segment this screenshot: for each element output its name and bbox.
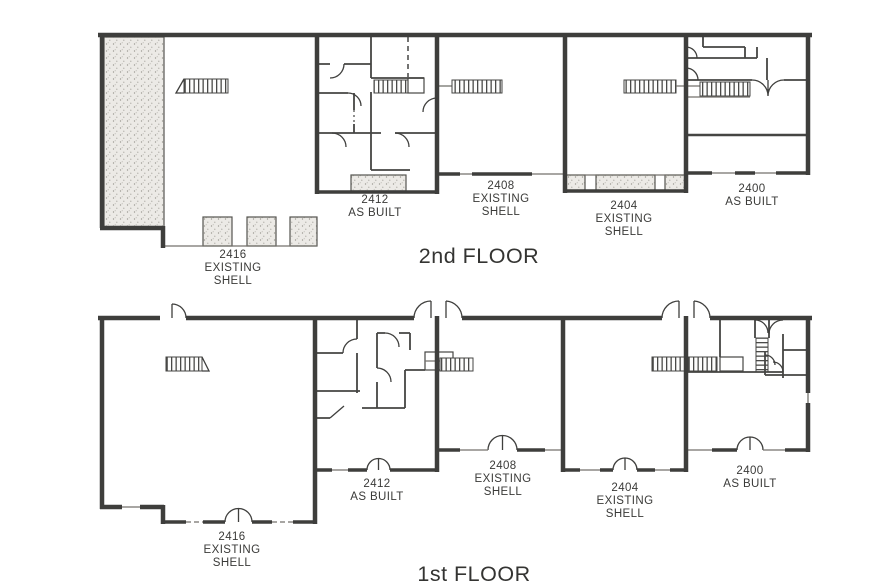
unit-number: 2408 bbox=[489, 460, 516, 472]
double-door-icon bbox=[487, 434, 518, 451]
door-swing-icon bbox=[376, 367, 392, 383]
stairs-icon-2400 bbox=[686, 81, 751, 98]
unit-status: EXISTING bbox=[205, 262, 262, 274]
unit-status: SHELL bbox=[482, 206, 521, 218]
double-door-icon bbox=[366, 457, 391, 471]
double-door-icon bbox=[612, 457, 638, 471]
storefront-piers-2416 bbox=[202, 216, 318, 247]
unit-label-2400-1st: 2400 AS BUILT bbox=[723, 465, 776, 490]
window-sill-lines bbox=[122, 393, 809, 508]
unit-status: EXISTING bbox=[597, 495, 654, 507]
unit-status: SHELL bbox=[606, 508, 645, 520]
unit-status: AS BUILT bbox=[350, 491, 403, 503]
unit-number: 2408 bbox=[487, 180, 514, 192]
outer-walls bbox=[98, 32, 812, 248]
unit-number: 2404 bbox=[611, 482, 638, 494]
unit-status: AS BUILT bbox=[723, 478, 776, 490]
unit-status: SHELL bbox=[484, 486, 523, 498]
unit-status: EXISTING bbox=[473, 193, 530, 205]
stippled-wall-area bbox=[103, 36, 165, 228]
double-door-icon bbox=[661, 300, 711, 319]
storefront-pier-2412 bbox=[350, 174, 407, 192]
door-swing-icon bbox=[384, 332, 400, 348]
entry-door-2416 bbox=[171, 303, 187, 319]
stairs-icon-2416-1st bbox=[165, 356, 211, 372]
double-door-icon bbox=[736, 436, 764, 451]
unit-label-2404-1st: 2404 EXISTING SHELL bbox=[597, 482, 654, 520]
stairs-icon-2416 bbox=[174, 78, 229, 94]
first-floor-title: 1st FLOOR bbox=[417, 562, 530, 586]
unit-2400-first-interior bbox=[686, 318, 810, 378]
stairs-icon-2404-1st bbox=[651, 356, 687, 372]
bottom-walls bbox=[163, 448, 810, 524]
unit-label-2416-1st: 2416 EXISTING SHELL bbox=[204, 531, 261, 569]
unit-label-2404-2nd: 2404 EXISTING SHELL bbox=[596, 200, 653, 238]
unit-number: 2416 bbox=[219, 249, 246, 261]
unit-number: 2400 bbox=[736, 465, 763, 477]
unit-2412-second-interior bbox=[317, 35, 438, 171]
double-door-icon bbox=[751, 79, 785, 97]
window-sill-lines bbox=[163, 172, 776, 247]
door-swing-icon bbox=[754, 319, 769, 334]
unit-status: SHELL bbox=[213, 557, 252, 569]
storefront-piers-2404 bbox=[563, 174, 687, 192]
first-floor-plan: 2416 EXISTING SHELL 2412 AS BUILT 2408 E… bbox=[98, 300, 812, 586]
unit-number: 2404 bbox=[610, 200, 637, 212]
door-swing-icon bbox=[768, 319, 784, 335]
unit-number: 2412 bbox=[361, 194, 388, 206]
unit-status: EXISTING bbox=[596, 213, 653, 225]
unit-label-2412-1st: 2412 AS BUILT bbox=[350, 478, 403, 503]
door-swing-icon bbox=[347, 92, 362, 107]
unit-status: EXISTING bbox=[475, 473, 532, 485]
unit-2400-second-interior bbox=[685, 35, 810, 137]
unit-status: AS BUILT bbox=[348, 207, 401, 219]
unit-label-2416-2nd: 2416 EXISTING SHELL bbox=[205, 249, 262, 287]
unit-number: 2412 bbox=[363, 478, 390, 490]
outer-walls bbox=[98, 315, 812, 524]
unit-label-2408-1st: 2408 EXISTING SHELL bbox=[475, 460, 532, 498]
door-swing-icon bbox=[764, 354, 776, 366]
stairs-icon-2408-1st bbox=[424, 351, 474, 372]
door-swing-icon bbox=[394, 132, 410, 148]
door-leaf bbox=[329, 405, 345, 419]
door-swing-icon bbox=[331, 132, 347, 148]
double-door-icon bbox=[224, 507, 253, 523]
bottom-walls bbox=[315, 171, 810, 194]
unit-number: 2400 bbox=[738, 183, 765, 195]
door-swing-icon bbox=[329, 63, 345, 79]
unit-status: SHELL bbox=[605, 226, 644, 238]
second-floor-title: 2nd FLOOR bbox=[419, 244, 539, 268]
stairs-icon-2404 bbox=[623, 79, 700, 94]
door-swing-icon bbox=[772, 361, 784, 373]
second-floor-plan: 2416 EXISTING SHELL 2412 AS BUILT 2408 E… bbox=[98, 32, 812, 287]
double-door-icon bbox=[413, 300, 463, 319]
unit-label-2408-2nd: 2408 EXISTING SHELL bbox=[473, 180, 530, 218]
unit-label-2400-2nd: 2400 AS BUILT bbox=[725, 183, 778, 208]
stairs-icon-2408 bbox=[437, 79, 503, 94]
unit-label-2412-2nd: 2412 AS BUILT bbox=[348, 194, 401, 219]
stairs-icon-2412 bbox=[373, 77, 425, 94]
unit-2412-first-interior bbox=[315, 318, 425, 419]
unit-status: EXISTING bbox=[204, 544, 261, 556]
unit-number: 2416 bbox=[218, 531, 245, 543]
stairs-icon-2400-1st bbox=[687, 337, 769, 373]
door-swing-icon bbox=[342, 338, 358, 354]
unit-status: SHELL bbox=[214, 275, 253, 287]
unit-status: AS BUILT bbox=[725, 196, 778, 208]
